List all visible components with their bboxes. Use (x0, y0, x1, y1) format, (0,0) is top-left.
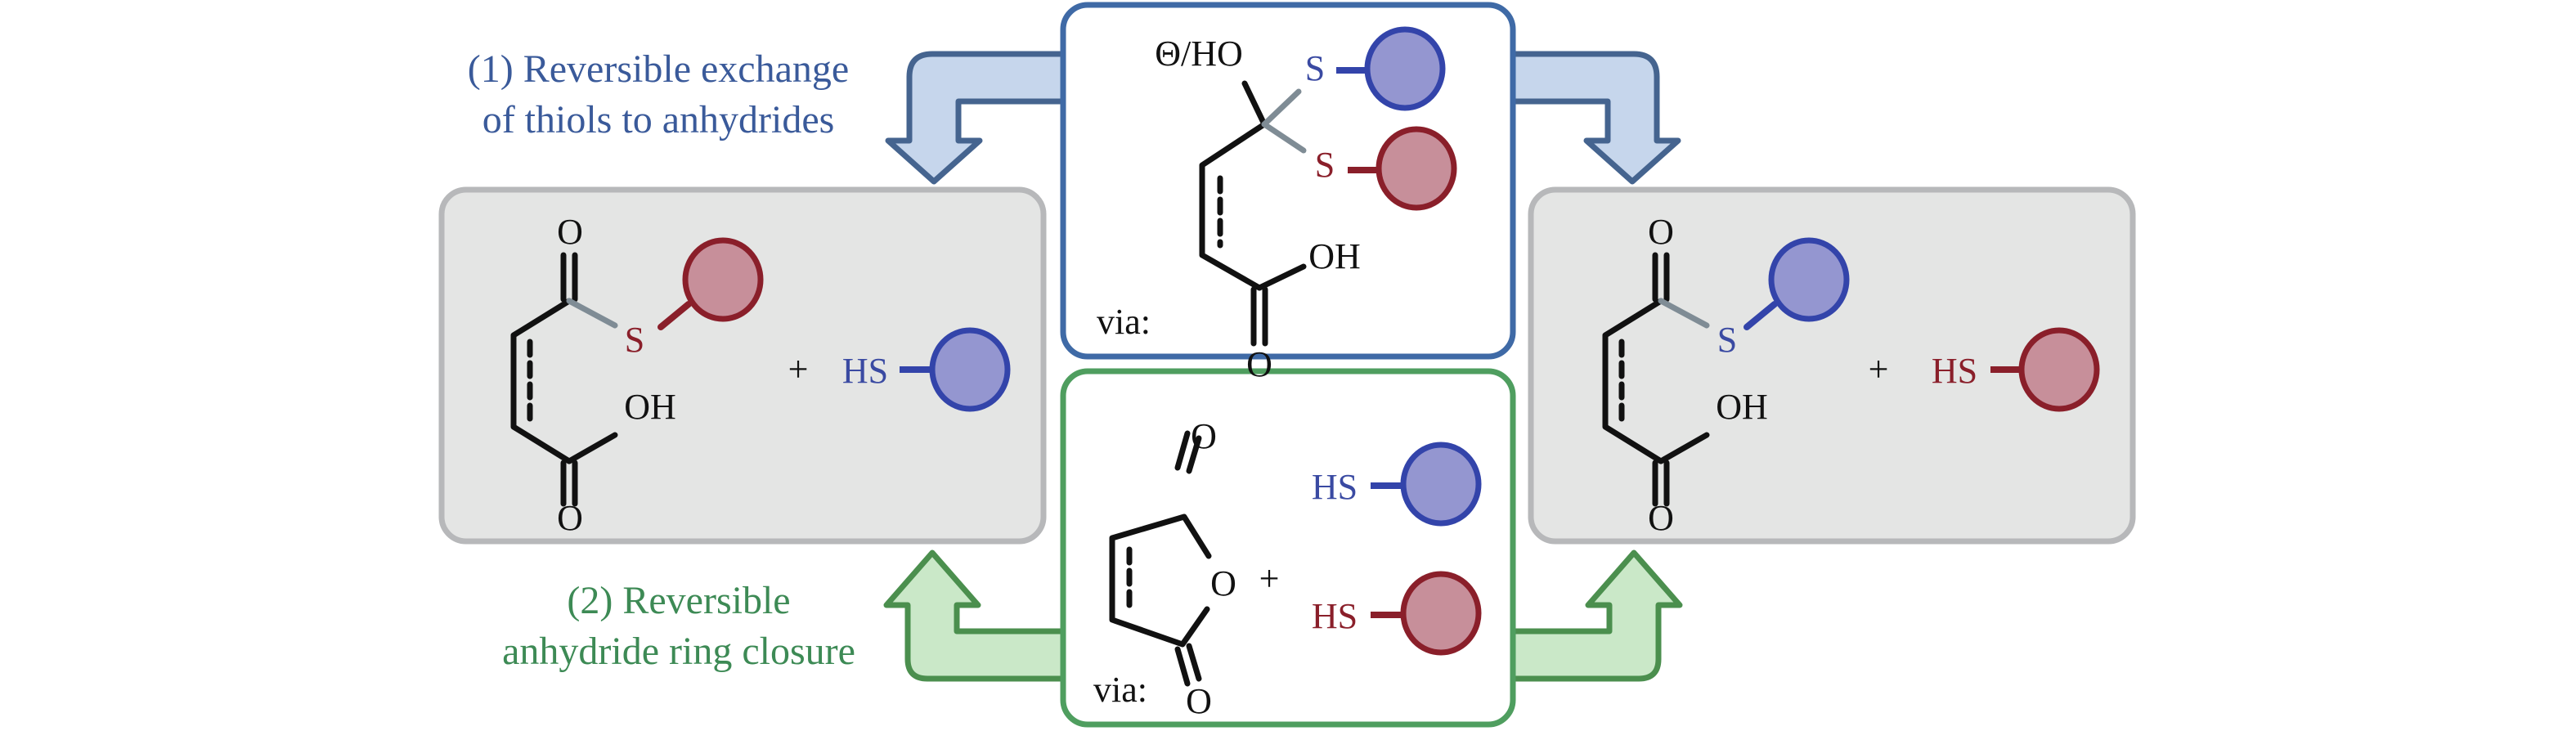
green-arrow-left (883, 549, 1066, 682)
intermediate-anion-hydroxy: Θ/HO (1155, 34, 1243, 74)
right-free-red-thiol (1990, 327, 2100, 412)
anhydride-via-label: via: (1093, 670, 1147, 710)
intermediate-acid-oh: OH (1308, 236, 1361, 276)
blue-arrow-left (885, 51, 1066, 185)
anhydride-red-thiol-hs: HS (1312, 596, 1358, 636)
anhydride-top-oxygen: O (1191, 416, 1217, 456)
left-red-thiol-bead (657, 237, 764, 330)
blue-arrow-right (1510, 51, 1681, 185)
intermediate-via-label: via: (1097, 302, 1151, 342)
right-acid-oh: OH (1716, 387, 1768, 427)
anhydride-box (1060, 368, 1516, 728)
pathway-1-label: (1) Reversible exchange of thiols to anh… (425, 44, 891, 146)
pathway-2-label-line1: (2) Reversible (567, 579, 791, 622)
pathway-2-label-line2: anhydride ring closure (502, 630, 855, 673)
right-top-oxygen: O (1648, 212, 1674, 252)
right-thioester-molecule (1602, 252, 1710, 507)
left-thioester-molecule (510, 252, 618, 507)
right-thioester-sulfur: S (1717, 320, 1737, 360)
right-product-box (1528, 186, 2136, 545)
right-free-thiol-hs: HS (1932, 351, 1977, 391)
pathway-1-label-line1: (1) Reversible exchange (467, 47, 850, 91)
green-arrow-right (1510, 549, 1683, 682)
intermediate-sulfur-red: S (1315, 145, 1335, 185)
intermediate-carbonyl-oxygen: O (1246, 344, 1272, 384)
left-product-box (438, 186, 1047, 545)
intermediate-blue-thiol-bead (1336, 26, 1446, 111)
pathway-1-label-line2: of thiols to anhydrides (482, 98, 835, 141)
anhydride-blue-thiol-bead (1371, 442, 1482, 527)
anhydride-ring-oxygen: O (1210, 563, 1236, 603)
anhydride-blue-thiol-hs: HS (1312, 467, 1358, 507)
left-acid-oh: OH (624, 387, 676, 427)
left-plus-sign: + (788, 349, 809, 389)
intermediate-red-thiol-bead (1348, 126, 1457, 211)
anhydride-bottom-oxygen: O (1186, 681, 1212, 721)
left-bottom-oxygen: O (557, 498, 583, 538)
right-blue-thiol-bead (1744, 237, 1850, 330)
right-plus-sign: + (1869, 349, 1889, 389)
intermediate-sulfur-blue: S (1305, 48, 1325, 88)
pathway-2-label: (2) Reversible anhydride ring closure (458, 576, 900, 677)
anhydride-red-thiol-bead (1371, 571, 1482, 656)
tetrahedral-intermediate-molecule (1199, 80, 1307, 347)
right-bottom-oxygen: O (1648, 498, 1674, 538)
left-free-thiol-hs: HS (842, 351, 888, 391)
left-free-blue-thiol (900, 327, 1011, 412)
left-thioester-sulfur: S (625, 320, 644, 360)
maleic-anhydride-molecule (1109, 430, 1212, 687)
anhydride-plus-sign: + (1259, 558, 1280, 599)
left-top-oxygen: O (557, 212, 583, 252)
